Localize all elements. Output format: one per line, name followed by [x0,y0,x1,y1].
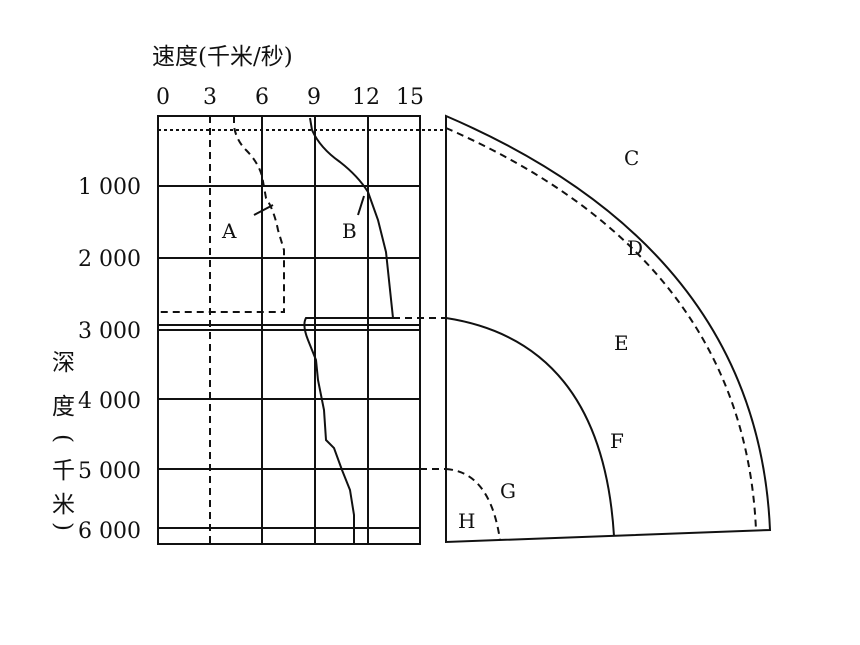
depth-title-char-4: 千 [52,458,75,484]
wave-label-b: B [342,219,357,243]
depth-title-char-5: 米 [52,492,75,518]
moho-curve [445,127,757,531]
wave-label-a: A [221,219,237,243]
wave-a-pointer [253,204,274,216]
layer-label-g: G [500,479,516,503]
wave-b-pointer [357,195,365,216]
speed-tick-6: 6 [255,85,269,110]
inner-core-curve [445,468,501,541]
depth-title-char-6: ) [50,522,76,531]
layer-label-c: C [624,146,639,170]
speed-axis-title: 速度(千米/秒) [152,44,293,70]
depth-tick-1000: 1 000 [78,175,141,200]
depth-tick-6000: 6 000 [78,519,141,544]
depth-tick-5000: 5 000 [78,459,141,484]
depth-tick-2000: 2 000 [78,247,141,272]
speed-tick-12: 12 [352,85,380,110]
layer-label-f: F [610,429,624,453]
depth-title-char-1: 深 [52,350,75,376]
wave-b-curve [303,117,395,544]
layer-label-e: E [614,331,629,355]
depth-axis-title: 深 度 ( 千 米 ) [50,350,76,531]
depth-title-char-3: ( [50,434,76,443]
speed-tick-3: 3 [203,85,217,110]
wave-a-curve [160,116,285,313]
core-mantle-curve [445,317,615,537]
earth-section: C D E F G H [445,114,772,544]
layer-label-h: H [458,509,475,533]
velocity-depth-chart: A B [157,115,446,545]
speed-tick-9: 9 [307,85,321,110]
depth-tick-3000: 3 000 [78,319,141,344]
speed-axis-ticks: 0 3 6 9 12 15 [156,85,424,110]
depth-axis-ticks: 1 000 2 000 3 000 4 000 5 000 6 000 [78,175,141,544]
depth-title-char-2: 度 [52,394,75,420]
speed-tick-0: 0 [156,85,170,110]
layer-label-d: D [627,236,643,260]
earth-surface-outline [445,114,772,544]
speed-tick-15: 15 [396,85,424,110]
depth-tick-4000: 4 000 [78,389,141,414]
